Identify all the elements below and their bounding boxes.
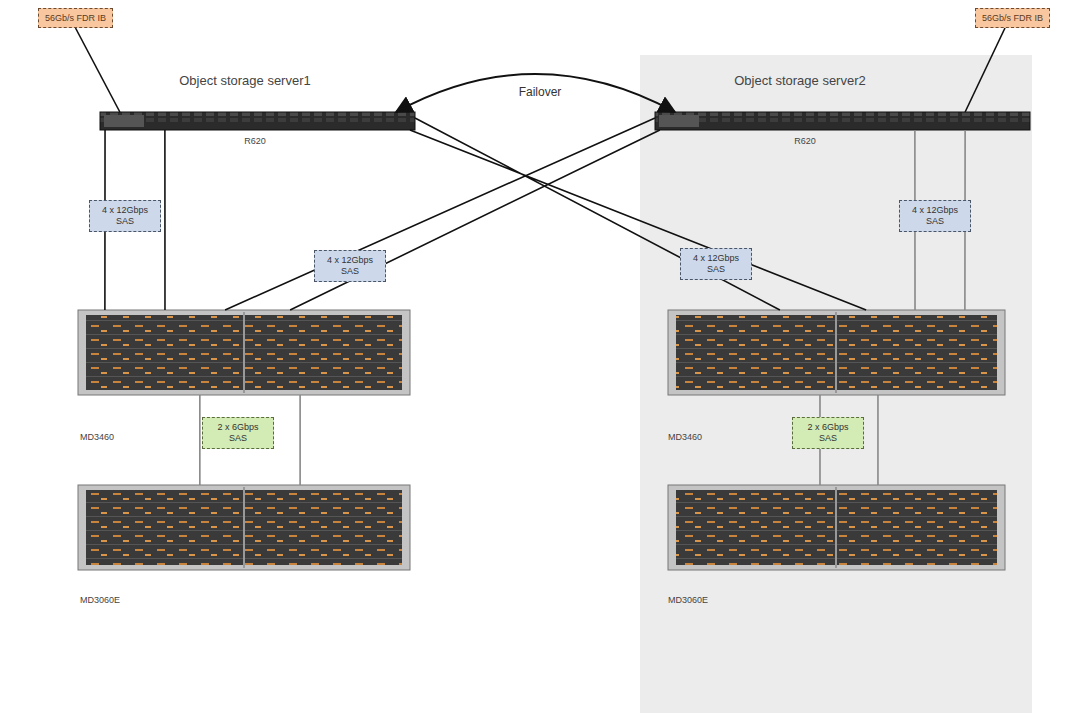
failover-region	[640, 55, 1032, 713]
node-title: Object storage server1	[179, 73, 311, 88]
failover-label: Failover	[516, 84, 565, 101]
storage-enclosure	[78, 485, 410, 570]
cable-connector	[410, 118, 866, 310]
storage-node: MD3460	[78, 310, 410, 395]
link-speed-label: 2 x 6Gbps SAS	[792, 417, 864, 450]
node-title: MD3460	[668, 432, 702, 442]
node-title: MD3060E	[668, 595, 708, 605]
link-speed-label: 4 x 12Gbps SAS	[314, 250, 386, 283]
storage-node: MD3060E	[668, 485, 1005, 570]
network-label: 56Gb/s FDR IB	[982, 13, 1043, 23]
network-link-box: 56Gb/s FDR IB	[975, 8, 1050, 28]
cable-connector	[225, 118, 660, 310]
rack-server	[655, 112, 1030, 130]
storage-enclosure	[78, 310, 410, 395]
server-node: Object storage server2R620	[655, 112, 1030, 130]
storage-enclosure	[668, 485, 1005, 570]
model-label: R620	[244, 136, 266, 146]
node-title: MD3060E	[80, 595, 120, 605]
failover-arrow	[396, 74, 675, 112]
link-speed-label: 4 x 12Gbps SAS	[899, 200, 971, 233]
node-title: Object storage server2	[734, 73, 866, 88]
node-title: MD3460	[80, 432, 114, 442]
cable-connector	[200, 395, 300, 485]
cable-connector	[965, 28, 1005, 112]
model-label: R620	[794, 136, 816, 146]
link-speed-label: 4 x 12Gbps SAS	[680, 248, 752, 281]
cable-connector	[76, 28, 120, 112]
storage-enclosure	[668, 310, 1005, 395]
network-label: 56Gb/s FDR IB	[45, 13, 106, 23]
link-speed-label: 4 x 12Gbps SAS	[89, 200, 161, 233]
network-link-box: 56Gb/s FDR IB	[38, 8, 113, 28]
storage-node: MD3060E	[78, 485, 410, 570]
storage-node: MD3460	[668, 310, 1005, 395]
link-speed-label: 2 x 6Gbps SAS	[202, 417, 274, 450]
server-node: Object storage server1R620	[100, 112, 415, 130]
rack-server	[100, 112, 415, 130]
